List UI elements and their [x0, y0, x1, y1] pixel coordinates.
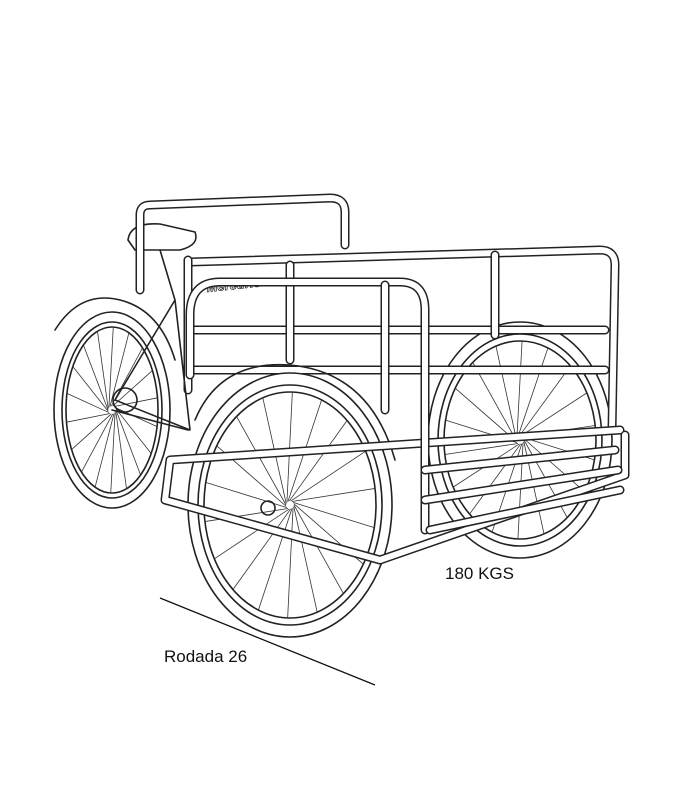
hub: [260, 500, 276, 516]
wheel-spoke: [109, 332, 130, 407]
wheel-spoke: [287, 507, 294, 618]
seat: [127, 223, 197, 251]
bike-frame: [114, 249, 191, 431]
wheel-spoke: [72, 366, 109, 412]
wheel-spoke: [286, 392, 293, 503]
wheel-spoke: [517, 347, 549, 437]
wheel-spoke: [97, 331, 109, 409]
wheel-spoke: [113, 397, 158, 407]
wheel-spoke: [518, 365, 571, 437]
wheel-spoke: [290, 450, 366, 502]
wheel-spoke: [112, 370, 153, 407]
wheel-spoke: [523, 438, 586, 493]
wheel-spoke: [454, 387, 517, 442]
wheel-spoke: [258, 508, 293, 611]
wheel-spoke: [94, 413, 115, 488]
front-left-wheel: [187, 363, 396, 638]
wheel-spoke: [110, 412, 116, 493]
cargo-box-rear: Mercurio: [183, 245, 620, 435]
chainring: [112, 387, 138, 413]
wheel-spoke: [520, 392, 588, 437]
wheel-spoke: [293, 504, 344, 594]
wheel-spoke: [472, 362, 517, 441]
wheel-spoke: [444, 443, 519, 455]
wheel-spoke: [115, 409, 141, 476]
wheel-spoke: [291, 488, 376, 502]
wheel-spoke: [81, 413, 114, 473]
wheel-spoke: [108, 327, 114, 408]
wheel-spoke: [214, 508, 290, 560]
wheel-spoke: [115, 408, 152, 454]
wheel-spoke: [115, 411, 127, 489]
rear-fender: [54, 297, 176, 361]
wheel-size-label: Rodada 26: [164, 647, 248, 666]
wheel-spoke: [288, 420, 348, 502]
wheel-spoke: [293, 506, 318, 613]
cargo-box-front: [160, 277, 630, 565]
wheel-spoke: [516, 341, 523, 438]
wheel-spoke: [236, 416, 287, 506]
seat-and-handlebar: [111, 193, 350, 431]
wheel-spoke: [83, 344, 109, 411]
front-fender: [194, 363, 396, 461]
wheel-spoke: [71, 413, 112, 450]
wheel-spoke: [469, 443, 522, 515]
capacity-label: 180 KGS: [445, 564, 514, 583]
wheel-spoke: [66, 413, 111, 423]
wheel-dimension-line: [159, 597, 376, 686]
wheel-spoke: [66, 392, 110, 413]
rear-left-wheel: [53, 297, 176, 509]
wheel-spoke: [495, 345, 517, 439]
wheel-spoke: [292, 502, 375, 529]
wheel-spoke: [232, 508, 292, 590]
